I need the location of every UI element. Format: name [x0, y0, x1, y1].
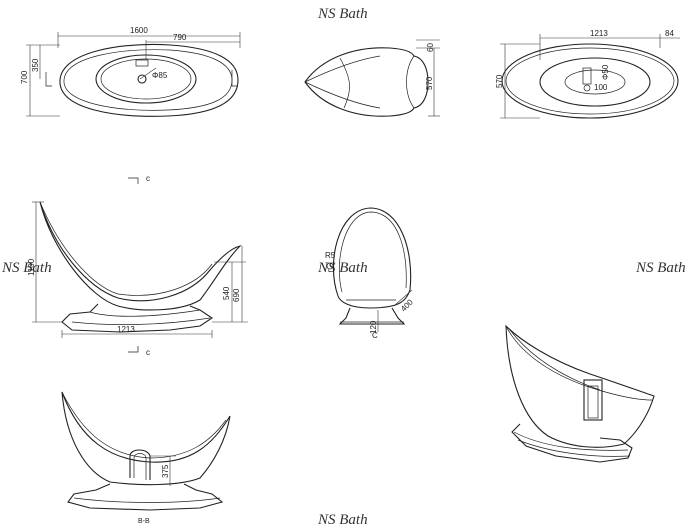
section-view: 375 B-B [61, 391, 231, 525]
watermark-bottom: NS Bath [317, 512, 368, 528]
side-view-base [61, 303, 213, 333]
perspective-base [511, 423, 633, 463]
dim-plan-dia: Φ50 [601, 64, 610, 80]
section-marker-top: c [146, 174, 150, 183]
top-view-section-marks [45, 70, 238, 87]
top-view-outer-rim [59, 43, 239, 117]
end-view-outline [304, 47, 429, 117]
dim-plan-length: 1213 [590, 29, 608, 38]
dim-front-r: R5 [325, 251, 336, 260]
plan-view-basin [539, 57, 651, 107]
dim-half-length: 790 [173, 33, 187, 42]
dim-plan-100: 100 [594, 83, 608, 92]
watermark-left: NS Bath [1, 260, 52, 276]
section-view-label: B-B [138, 518, 150, 525]
dim-side-inner-depth: 540 [222, 286, 231, 300]
top-view-drain [137, 74, 147, 84]
dim-drain-dia: Φ85 [152, 71, 168, 80]
perspective-drain-column [583, 379, 603, 421]
top-view-leader [139, 67, 157, 80]
top-view-overflow [135, 59, 149, 67]
section-view-drain-pipe [129, 449, 151, 480]
watermark-top: NS Bath [317, 6, 368, 22]
dim-width: 700 [20, 70, 29, 84]
dim-front-base-height: 120 [369, 320, 378, 334]
plan-view-column [582, 67, 592, 85]
dim-plan-offset: 84 [665, 29, 674, 38]
section-marker-bottom: c [146, 348, 150, 357]
watermark-right: NS Bath [635, 260, 686, 276]
side-view-shell [39, 201, 242, 311]
plan-view-outer [501, 43, 679, 119]
perspective-view [505, 324, 655, 463]
end-view-top: 60 570 [304, 39, 440, 117]
dim-end-d2: 570 [425, 76, 434, 90]
dim-side-height: 1100 [27, 258, 36, 276]
section-markers: c c C [128, 174, 378, 357]
side-view: 1100 540 690 1213 [27, 201, 248, 338]
front-view-shell [332, 207, 412, 309]
dim-section-drain-height: 375 [161, 464, 170, 478]
dim-drain-offset: 350 [31, 58, 40, 72]
section-view-shell [61, 391, 231, 486]
section-view-base [67, 483, 224, 511]
top-view: 1600 790 700 350 Φ85 [20, 26, 241, 117]
perspective-shell [505, 324, 655, 448]
dim-side-base-length: 1213 [117, 325, 135, 334]
dim-side-rim-height: 690 [232, 288, 241, 302]
dim-plan-width: 570 [495, 74, 504, 88]
dim-length: 1600 [130, 26, 148, 35]
plan-view-drain [583, 84, 591, 92]
watermark-center: NS Bath [317, 260, 368, 276]
front-view-base [338, 307, 406, 325]
section-marker-side: C [372, 331, 378, 340]
plan-view: 1213 84 570 Φ50 100 [495, 29, 680, 119]
dim-end-d1: 60 [426, 43, 435, 52]
